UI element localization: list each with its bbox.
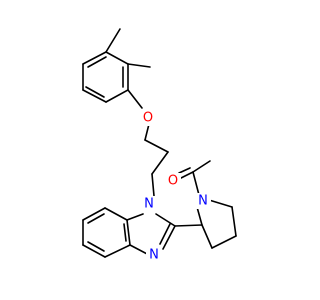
bond-linker-2 [151, 151, 169, 175]
bond-benzo-2 [82, 207, 106, 221]
bond-phenyl-3 [105, 89, 129, 103]
bond-pyr-c3-c2 [201, 224, 213, 249]
ether-oxygen-label: O [143, 111, 153, 126]
bond-phenyl-6-inner [87, 56, 107, 68]
bond-pyr-c2-n [196, 206, 203, 226]
bond-n3-c3a [129, 244, 150, 256]
bond-methyl-right [127, 63, 151, 68]
ether-oxygen-mask [140, 110, 156, 126]
benzimidazole-n1-mask [141, 196, 157, 212]
bond-n-carbonyl [192, 171, 200, 196]
bond-c2-pyrrolidine [174, 224, 203, 227]
bond-pyr-c4-c3 [211, 235, 237, 249]
bond-c3a-c7a [126, 219, 131, 246]
molecule-structure: O O N N N [82, 28, 237, 263]
benzimidazole-n1-label: N [144, 197, 154, 212]
carbonyl-oxygen-label: O [168, 174, 178, 189]
bond-linker-1 [144, 139, 169, 153]
benzimidazole-n3-label: N [149, 248, 159, 263]
benzimidazole-n3-mask [146, 247, 162, 263]
bond-phenyl-4 [82, 89, 107, 103]
bond-aryl-oxygen [127, 89, 143, 109]
bond-linker-3 [151, 173, 155, 197]
pyrrolidine-n-mask [195, 193, 211, 209]
pyrrolidine-n-label: N [198, 194, 208, 209]
bond-carbonyl-double-second [178, 167, 191, 174]
bond-benzo-5 [104, 244, 131, 258]
carbonyl-oxygen-mask [165, 173, 181, 189]
bond-methyl-upper [105, 28, 121, 53]
pyrrolidine-ring [196, 199, 237, 249]
bond-c2-n3 [162, 225, 176, 250]
bond-carbonyl-double [180, 171, 194, 179]
bond-pyr-n-c5 [208, 199, 233, 208]
bond-benzo-4 [82, 244, 106, 258]
bond-phenyl-4-inner [85, 86, 105, 98]
bond-benzo-6-inner [123, 223, 127, 242]
bond-c7a-n1 [126, 213, 144, 221]
butyl-linker [144, 123, 169, 197]
benzimidazole-system [82, 207, 176, 258]
bond-oxygen-ch2 [144, 123, 150, 141]
dimethylphenyl-ring [82, 51, 129, 103]
bond-benzo-4-inner [87, 241, 105, 252]
acetyl-group [178, 160, 211, 196]
bond-benzo-2-inner [87, 213, 105, 224]
bond-carbonyl-methyl [192, 160, 211, 173]
bond-c2-n3-double [159, 223, 171, 245]
bond-pyr-c5-c4 [231, 206, 237, 237]
bond-benzo-1 [104, 207, 128, 221]
bond-phenyl-1 [105, 51, 129, 65]
bond-n1-c2 [155, 213, 176, 227]
bond-phenyl-6 [82, 51, 107, 65]
